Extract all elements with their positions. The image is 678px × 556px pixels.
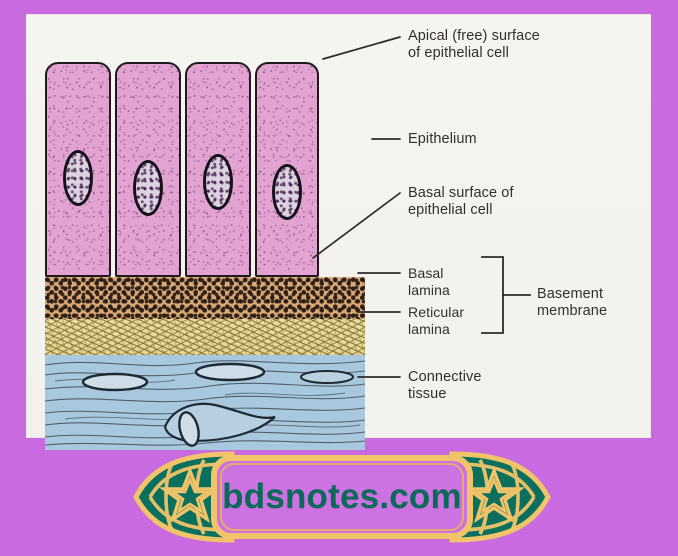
basal-lamina-layer	[45, 277, 365, 319]
banner-ornament-icon	[133, 451, 551, 543]
label-epithelium: Epithelium	[408, 131, 477, 147]
collagen-fibers-icon	[45, 360, 365, 447]
connective-tissue-layer	[45, 355, 365, 450]
label-basement-membrane: Basement membrane	[537, 286, 608, 319]
figure-canvas: Apical (free) surface of epithelial cell…	[27, 15, 650, 450]
label-apical-surface: Apical (free) surface of epithelial cell	[408, 28, 540, 61]
cell-nucleus	[203, 154, 233, 210]
site-name-text: bdsnotes.com	[222, 477, 462, 516]
label-basal-lamina: Basal lamina	[408, 265, 450, 298]
site-banner[interactable]: bdsnotes.com	[128, 450, 556, 544]
figure-card: Apical (free) surface of epithelial cell…	[27, 15, 650, 450]
label-reticular-lamina: Reticular lamina	[408, 304, 465, 337]
epithelial-cell	[185, 62, 251, 277]
left-ornament	[133, 451, 235, 543]
banner-plaque	[211, 455, 473, 539]
label-basal-surface: Basal surface of epithelial cell	[408, 185, 514, 218]
epithelial-cell	[115, 62, 181, 277]
cell-nucleus	[133, 160, 163, 216]
reticular-lamina-layer	[45, 319, 365, 355]
histology-illustration	[45, 40, 365, 450]
epithelium-layer	[45, 62, 365, 277]
cell-nucleus	[272, 164, 302, 220]
epithelial-cell	[255, 62, 319, 277]
epithelial-cell	[45, 62, 111, 277]
label-connective-tissue: Connective tissue	[408, 369, 482, 402]
cell-nucleus	[63, 150, 93, 206]
